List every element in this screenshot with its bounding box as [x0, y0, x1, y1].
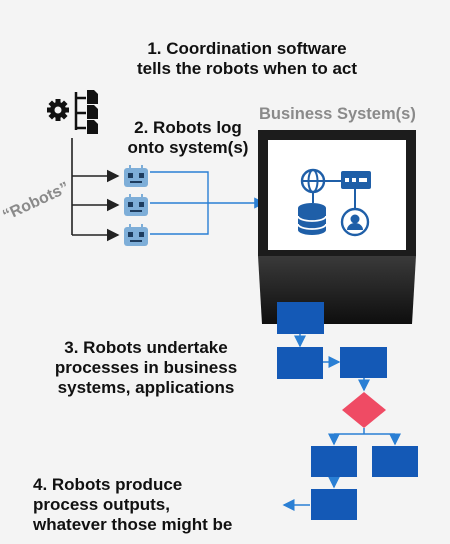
step4-line1: 4. Robots produce: [33, 475, 183, 494]
step2-line2: onto system(s): [127, 138, 249, 157]
server-icon: [341, 171, 371, 189]
user-icon: [340, 207, 370, 237]
gear-icon: [47, 99, 69, 121]
flow-box-3: [340, 347, 387, 378]
step1-line1: 1. Coordination software: [147, 39, 347, 58]
flow-box-6: [311, 489, 357, 520]
step4-label: 4. Robots produce process outputs, whate…: [33, 475, 283, 535]
step3-line1: 3. Robots undertake: [64, 338, 228, 357]
robot-icon: [124, 194, 148, 216]
step3-line3: systems, applications: [57, 378, 235, 397]
step4-line3: whatever those might be: [33, 515, 233, 534]
flow-box-4: [311, 446, 357, 477]
flow-box-1: [277, 302, 324, 334]
robot-icon: [124, 224, 148, 246]
step2-line1: 2. Robots log: [134, 118, 242, 137]
flow-box-5: [372, 446, 418, 477]
database-icon: [297, 203, 327, 235]
document-icon: [74, 90, 98, 134]
step4-line2: process outputs,: [33, 495, 170, 514]
step3-line2: processes in business: [54, 358, 238, 377]
laptop: [258, 130, 416, 324]
flow-box-2: [277, 347, 323, 379]
step2-label: 2. Robots log onto system(s): [108, 118, 268, 158]
robot-icon: [124, 165, 148, 187]
coordination-arrows: [71, 138, 120, 242]
business-system-label: Business System(s): [259, 105, 416, 123]
step1-label: 1. Coordination software tells the robot…: [50, 39, 444, 79]
decision-diamond: [342, 392, 386, 428]
robots-label: “Robots”: [0, 179, 72, 224]
flow-connectors: [282, 334, 401, 511]
screen-connectors: [312, 180, 356, 209]
step3-label: 3. Robots undertake processes in busines…: [30, 338, 262, 398]
robot-connectors: [150, 171, 266, 235]
step1-line2: tells the robots when to act: [136, 59, 358, 78]
